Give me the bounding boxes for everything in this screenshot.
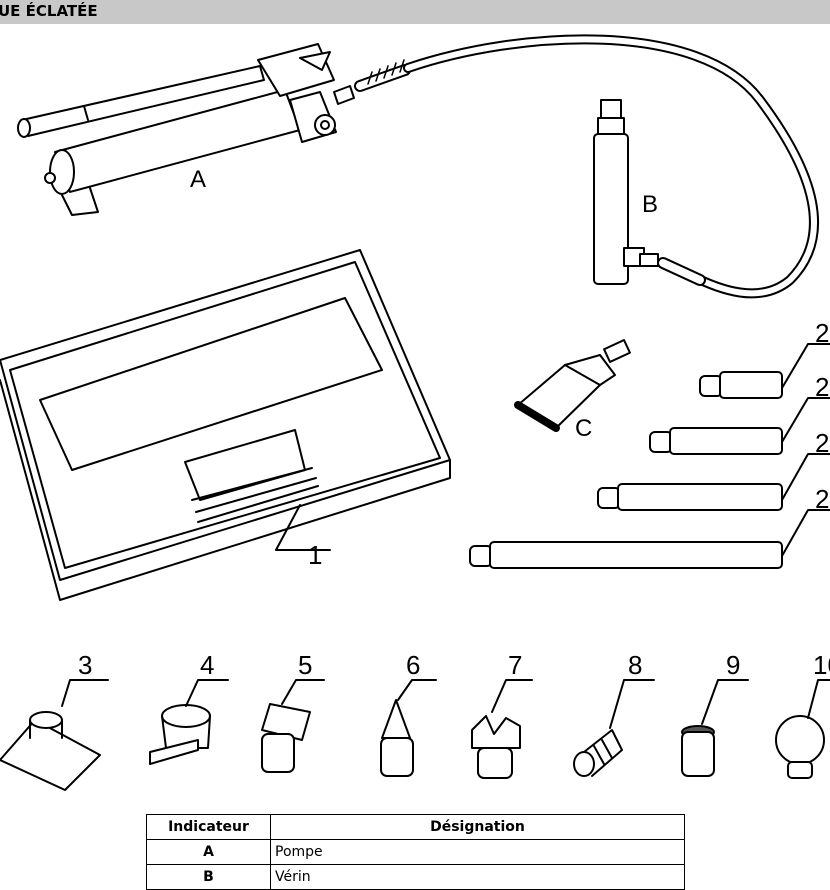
callout-6: 6 — [406, 650, 420, 680]
exploded-view-drawing: A B 1 C — [0, 34, 830, 791]
callout-2d: 2 — [815, 484, 829, 514]
callout-2c: 2 — [815, 428, 829, 458]
table-cell-name: Vérin — [270, 864, 685, 890]
accessory-4-v-base — [149, 679, 229, 765]
accessory-10-ball-head — [775, 679, 830, 779]
callout-2b: 2 — [815, 372, 829, 402]
callout-2a: 2 — [815, 318, 829, 348]
spreader-wedge — [514, 339, 631, 432]
hydraulic-hose — [354, 34, 819, 299]
table-cell-code: B — [146, 864, 271, 890]
accessory-9-rubber-head — [681, 679, 749, 777]
callout-B: B — [642, 191, 658, 218]
accessory-8-connector — [573, 679, 655, 777]
callout-7: 7 — [508, 650, 522, 680]
section-header: UE ÉCLATÉE — [0, 0, 830, 24]
accessory-6-spike — [380, 679, 437, 777]
extension-tubes — [469, 343, 830, 569]
callout-9: 9 — [726, 650, 740, 680]
parts-legend-table: Indicateur Désignation A Pompe B Vérin — [146, 814, 685, 890]
column-header-indicator: Indicateur — [146, 814, 271, 840]
accessory-5-wedge-head — [261, 679, 325, 773]
callout-10: 10 — [813, 650, 830, 680]
table-header-row: Indicateur Désignation — [146, 814, 685, 840]
accessory-7-v-saddle — [471, 679, 533, 779]
table-row: A Pompe — [146, 839, 685, 865]
callout-4: 4 — [200, 650, 214, 680]
callout-C: C — [575, 415, 592, 442]
table-row: B Vérin — [146, 864, 685, 890]
table-cell-name: Pompe — [270, 839, 685, 865]
section-title: UE ÉCLATÉE — [0, 2, 98, 20]
carrying-case — [0, 249, 451, 601]
callout-3: 3 — [78, 650, 92, 680]
callout-5: 5 — [298, 650, 312, 680]
column-header-designation: Désignation — [270, 814, 685, 840]
hydraulic-pump — [17, 43, 355, 216]
hydraulic-cylinder — [593, 99, 659, 285]
callout-A: A — [190, 166, 206, 193]
callout-8: 8 — [628, 650, 642, 680]
table-cell-code: A — [146, 839, 271, 865]
accessory-3-flat-base — [0, 679, 109, 791]
callout-1: 1 — [308, 540, 322, 570]
